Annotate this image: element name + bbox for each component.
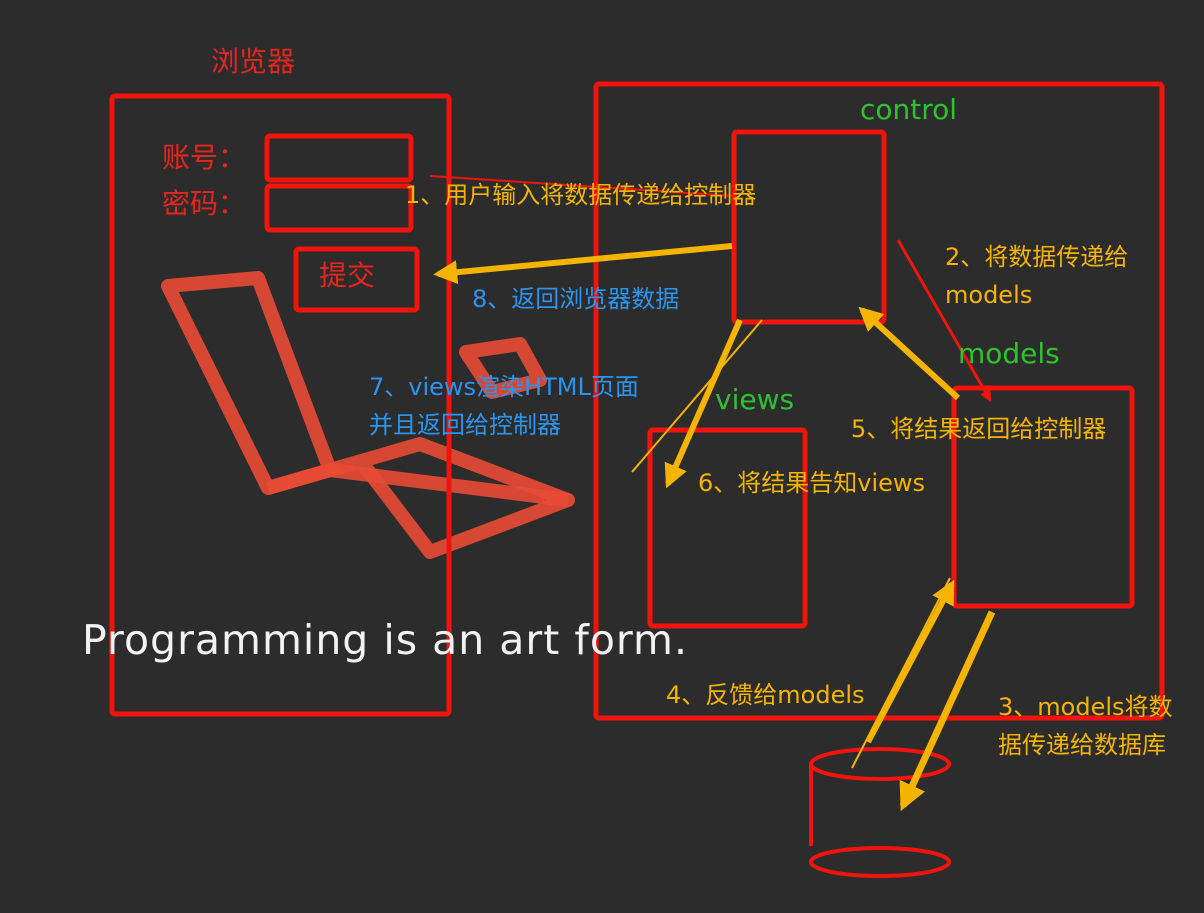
step2-label-line2: models <box>945 281 1033 309</box>
views-label: views <box>715 383 795 416</box>
flow-arrows <box>429 175 996 812</box>
step6-label: 6、将结果告知views <box>698 469 926 497</box>
arrow-step7 <box>631 319 763 473</box>
models-label: models <box>958 337 1060 370</box>
step2-label-line1: 2、将数据传递给 <box>945 243 1129 271</box>
account-field-box <box>264 133 414 183</box>
step7-label-line1: 7、views渲染HTML页面 <box>369 373 639 401</box>
step4-label: 4、反馈给models <box>666 681 865 709</box>
arrow-step4 <box>865 579 955 744</box>
views-box <box>647 427 808 629</box>
submit-button-box <box>293 246 420 313</box>
tagline: Programming is an art form. <box>82 616 689 664</box>
arrow-step8 <box>433 243 733 285</box>
arrow-step6 <box>664 318 743 489</box>
database-icon <box>809 747 951 878</box>
password-label: 密码： <box>162 187 247 220</box>
step1-label: 1、用户输入将数据传递给控制器 <box>405 181 757 209</box>
models-box <box>951 385 1135 609</box>
step3-label-line1: 3、models将数 <box>998 693 1173 721</box>
step5-label: 5、将结果返回给控制器 <box>851 415 1107 443</box>
submit-button-label: 提交 <box>319 259 376 292</box>
control-box <box>731 129 887 325</box>
laravel-logo-icon <box>161 271 575 559</box>
browser-title: 浏览器 <box>211 45 296 78</box>
control-label: control <box>860 93 958 126</box>
arrow-step1 <box>429 175 736 197</box>
arrow-step2 <box>896 239 992 403</box>
browser-frame <box>109 93 452 717</box>
account-label: 账号： <box>162 141 247 174</box>
arrow-step5 <box>858 306 961 401</box>
step7-label-line2: 并且返回给控制器 <box>369 411 561 439</box>
arrow-step3 <box>899 610 996 812</box>
step3-label-line2: 据传递给数据库 <box>998 731 1166 759</box>
password-field-box <box>264 183 414 233</box>
step8-label: 8、返回浏览器数据 <box>472 285 680 313</box>
